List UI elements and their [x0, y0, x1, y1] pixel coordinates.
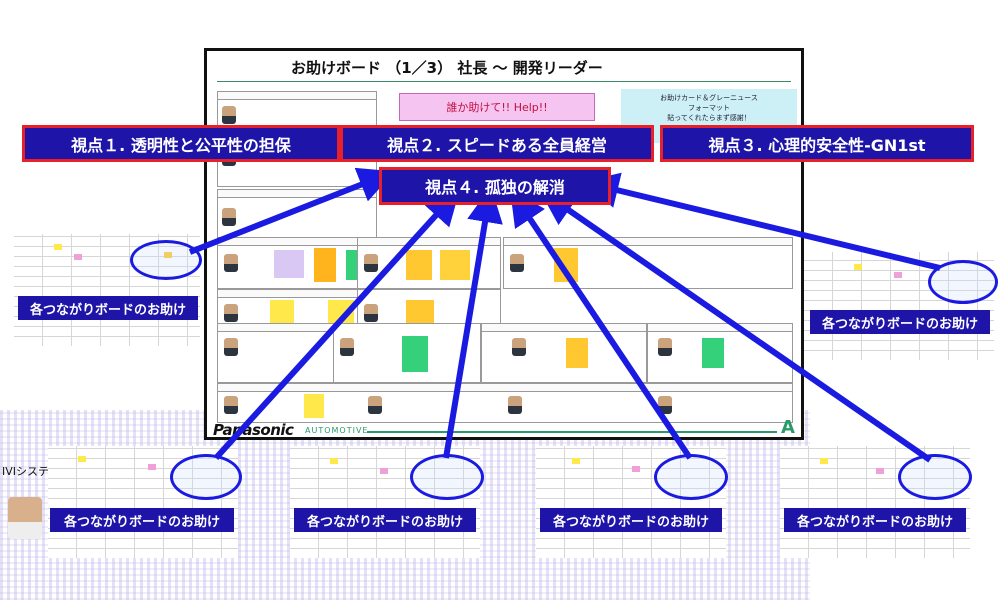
thumbnail-label: 各つながりボードのお助け: [784, 508, 966, 532]
perspective-banner: 視点２. スピードある全員経営: [340, 125, 654, 162]
perspective-banner: 視点３. 心理的安全性-GN1st: [660, 125, 974, 162]
sticky-note: [406, 250, 432, 280]
arrow: [213, 188, 461, 461]
avatar: [510, 254, 524, 272]
highlight-circle: [898, 454, 972, 500]
avatar: [508, 396, 522, 414]
section-header: [358, 238, 500, 246]
avatar: [222, 106, 236, 124]
connected-board-thumbnail: 各つながりボードのお助け: [780, 446, 972, 558]
sticky-note: [274, 250, 304, 278]
arrow: [443, 186, 503, 459]
card-format-line: お助けカード＆グレーニュース: [660, 94, 758, 102]
highlight-circle: [130, 240, 202, 280]
avatar: [658, 396, 672, 414]
section-header: [482, 324, 646, 332]
sticky-note: [304, 394, 324, 418]
partial-label: IVIシステ: [2, 465, 50, 478]
perspective-banner: 視点１. 透明性と公平性の担保: [22, 125, 340, 162]
connected-board-thumbnail: 各つながりボードのお助け: [48, 446, 242, 558]
avatar: [364, 304, 378, 322]
avatar: [658, 338, 672, 356]
avatar: [224, 338, 238, 356]
thumbnail-label: 各つながりボードのお助け: [540, 508, 722, 532]
avatar: [224, 396, 238, 414]
sticky-note: [702, 338, 724, 368]
avatar: [8, 497, 42, 539]
brand-mark: A: [781, 417, 795, 438]
thumbnail-label: 各つながりボードのお助け: [18, 296, 198, 320]
connected-board-thumbnail: 各つながりボードのお助け: [804, 252, 998, 360]
section-header: [504, 238, 792, 246]
sticky-note: [402, 336, 428, 372]
avatar: [224, 304, 238, 322]
avatar: [222, 208, 236, 226]
avatar: [512, 338, 526, 356]
brand-subtitle: AUTOMOTIVE: [305, 426, 369, 435]
board-section: [647, 323, 793, 383]
arrow: [509, 189, 693, 460]
thumbnail-label: 各つながりボードのお助け: [50, 508, 234, 532]
brand-logo: Panasonic: [213, 421, 294, 439]
avatar: [340, 338, 354, 356]
section-header: [218, 190, 376, 198]
avatar: [368, 396, 382, 414]
connected-board-thumbnail: 各つながりボードのお助け: [14, 234, 202, 346]
board-section: [217, 383, 793, 423]
avatar: [364, 254, 378, 272]
board-section: [333, 323, 481, 383]
sticky-note: [566, 338, 588, 368]
perspective-banner: 視点４. 孤独の解消: [379, 167, 611, 205]
section-header: [648, 324, 792, 332]
connected-board-thumbnail: 各つながりボードのお助け: [290, 446, 484, 558]
highlight-circle: [170, 454, 242, 500]
title-underline: [217, 81, 791, 82]
sticky-note: [314, 248, 336, 282]
card-format-line: フォーマット: [688, 104, 730, 112]
help-request-box: 誰か助けて!! Help!!: [399, 93, 595, 121]
brand-bar: [367, 431, 777, 433]
arrow: [582, 172, 941, 271]
card-format-line: 貼ってくれたらまず感謝！: [667, 114, 751, 122]
thumbnail-label: 各つながりボードのお助け: [294, 508, 476, 532]
connected-board-thumbnail: 各つながりボードのお助け: [536, 446, 728, 558]
board-title: お助けボード （1／3） 社長 ～ 開発リーダー: [291, 59, 603, 77]
avatar: [224, 254, 238, 272]
section-header: [218, 324, 376, 332]
section-header: [218, 92, 376, 100]
arrow: [188, 167, 395, 255]
sticky-note: [440, 250, 470, 280]
arrow: [539, 189, 932, 463]
section-header: [218, 384, 792, 392]
thumbnail-label: 各つながりボードのお助け: [810, 310, 990, 334]
